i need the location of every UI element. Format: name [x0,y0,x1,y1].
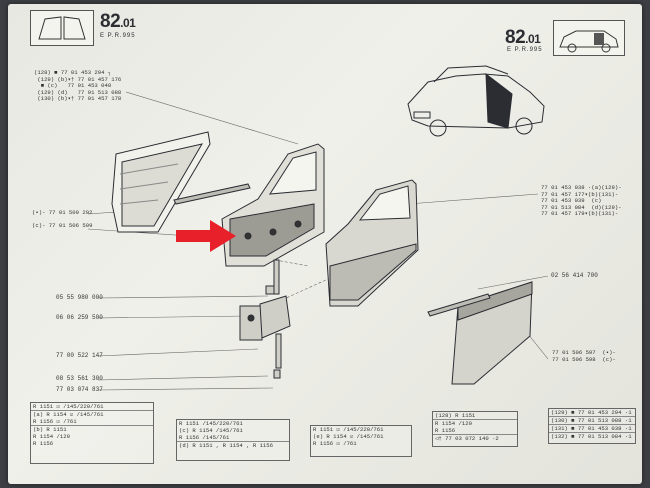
page-number-left: 82.01 [100,11,136,32]
part-code: 06 06 259 500 [56,314,103,321]
table-row: R 1154 /120 [435,420,472,427]
table-row: (d) R 1151 , R 1154 , R 1156 [179,442,273,449]
part-code: 77 00 522 147 [56,352,103,359]
ref-list-right-top: 77 01 453 038 ·(a)(129)- 77 01 457 177▾(… [541,184,622,218]
leader-lines [87,91,549,391]
car-thumb-icon [559,30,619,53]
part-code: 77 03 074 837 [56,386,103,393]
table-row: R 1156 ☑ /761 [31,418,153,426]
table-row: (128) R 1151 [433,412,517,420]
table-row: R 1156 ☑ /761 [313,440,357,447]
car-illustration [407,65,545,137]
table-row: R 1151 /145/220/761 [179,420,243,427]
door-outer-panel [451,281,533,385]
hinge-parts [239,259,291,379]
table-row: (130) ■ 77 01 513 088 ·1 [549,417,635,425]
page-ref-left: E P.R.995 [100,33,136,39]
table-box-1: R 1151 ☑ /145/220/761 (a) R 1154 ☑ /145/… [30,402,154,464]
table-box-2: R 1151 /145/220/761 (c) R 1154 /145/761 … [176,419,290,461]
ref-list-right-bottom: 77 01 506 597 (▪)- 77 01 506 598 (c)- [552,349,616,363]
page-ref-right: E P.R.995 [507,47,543,53]
table-row: R 1156 /145/761 [177,434,289,442]
catalog-page: 82.01 E P.R.995 82.01 E P.R.995 [8,4,642,484]
table-row: (131) ■ 77 01 453 038 ·1 [549,425,635,433]
door-pair-icon [38,16,86,40]
door-trim-panel [111,131,211,233]
part-code: 05 55 980 000 [56,294,103,301]
table-row: ◁† 77 03 072 140 ·2 [435,435,499,442]
table-row: (a) R 1154 ☑ /145/761 [33,411,104,418]
moulding-strip-right [427,293,491,317]
table-row: R 1156 [33,440,54,447]
table-row: R 1151 ☑ /145/220/761 [313,426,384,433]
door-outer-skin [325,179,419,307]
table-row: R 1156 [433,427,517,435]
table-box-5: (129) ■ 77 01 453 294 ·1 (130) ■ 77 01 5… [548,408,636,444]
page-number-right: 82.01 [505,27,541,48]
red-arrow-icon [176,220,236,252]
table-row: (129) ■ 77 01 453 294 ·1 [549,409,635,417]
table-row: (e) R 1154 ☑ /145/761 [313,433,384,440]
thumbnail-car-right [553,20,625,56]
exploded-door-drawing [87,65,549,391]
table-row: R 1151 ☑ /145/220/761 [31,403,153,411]
moulding-strip-left [173,183,251,205]
table-box-4: (128) R 1151 R 1154 /120 R 1156 ◁† 77 03… [432,411,518,447]
table-row: R 1154 /120 [33,433,70,440]
table-box-3: R 1151 ☑ /145/220/761 (e) R 1154 ☑ /145/… [310,425,412,457]
table-row: (b) R 1151 [33,426,67,433]
ref-list-top-left: (128) ■ 77 01 453 294 ┐ (129) (b)▾† 77 0… [34,69,122,103]
part-code: 08 53 561 300 [56,375,103,382]
ref-list-left-mid: (▪)- 77 01 509 292 (c)- 77 01 506 599 [32,209,93,230]
part-code-right: 02 56 414 700 [551,272,598,279]
table-row: (132) ■ 77 01 513 084 ·1 [551,433,632,440]
door-shell-inner [221,143,325,267]
thumbnail-doors-left [30,10,94,46]
table-row: (c) R 1154 /145/761 [179,427,243,434]
